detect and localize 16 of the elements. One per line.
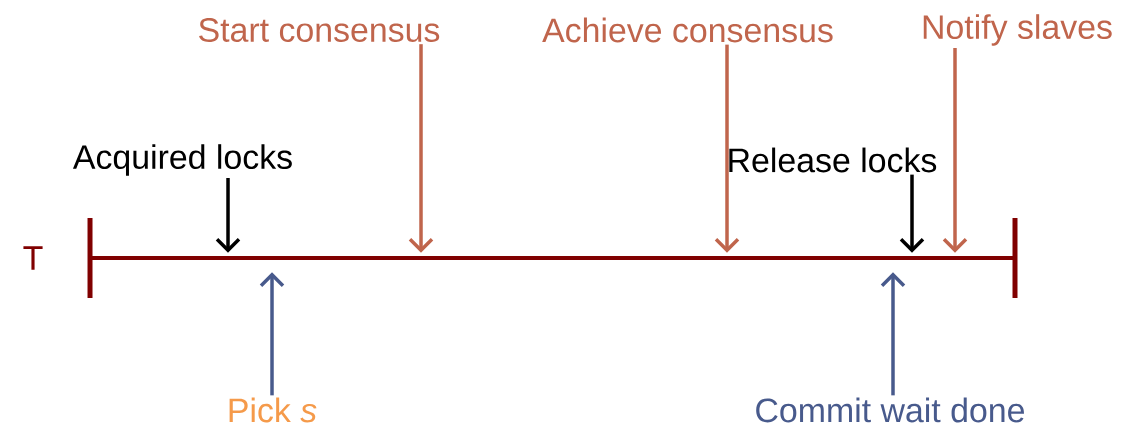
arrow (899, 174, 925, 253)
event-label: Start consensus (199, 18, 440, 42)
event-label: Release locks (729, 147, 937, 173)
arrow (942, 48, 968, 253)
event-label: Achieve consensus (542, 17, 833, 43)
event-label: Pick s (229, 397, 317, 423)
event-label: Notify slaves (923, 14, 1112, 46)
arrow (714, 44, 740, 253)
arrow (259, 272, 285, 396)
arrow (880, 272, 906, 396)
event-label: Commit wait done (756, 397, 1024, 423)
timeline (87, 218, 1018, 298)
axis-label: T (23, 246, 43, 270)
event-label: Acquired locks (72, 144, 292, 176)
arrow (408, 44, 434, 253)
arrow (215, 177, 241, 253)
